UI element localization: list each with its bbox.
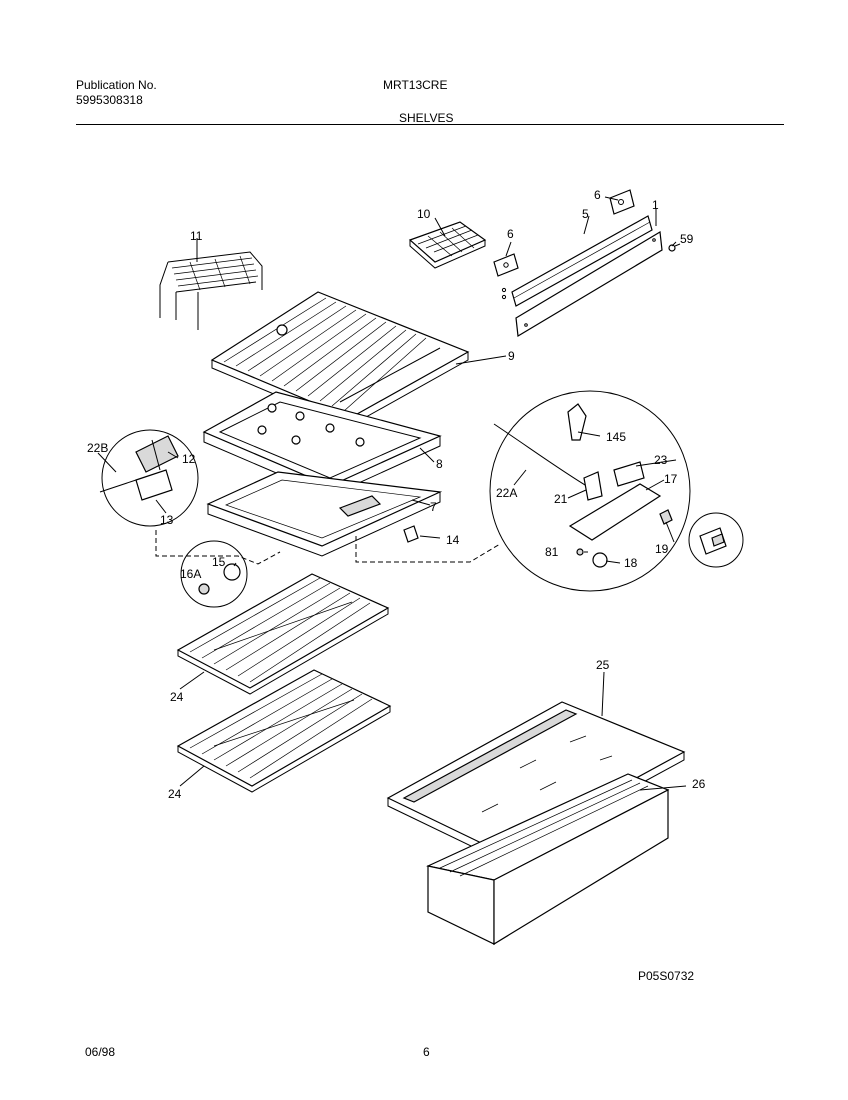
callout-22a: 22A	[496, 486, 517, 500]
publication-number: 5995308318	[76, 93, 143, 107]
callout-24-upper: 24	[170, 690, 184, 704]
callout-23: 23	[654, 453, 668, 467]
part-26-crisper-drawer	[426, 773, 670, 946]
callout-leaders	[97, 196, 687, 791]
part-1-rail	[515, 231, 663, 337]
callout-19: 19	[655, 542, 669, 556]
part-24-wire-shelf-upper	[176, 573, 390, 695]
callout-59: 59	[680, 232, 694, 246]
detail-circle-left	[99, 429, 199, 527]
detail-circle-right	[489, 390, 691, 592]
part-5-rail	[501, 215, 653, 307]
callout-145: 145	[606, 430, 626, 444]
callout-18: 18	[624, 556, 638, 570]
callout-8: 8	[436, 457, 443, 471]
section-title: SHELVES	[399, 111, 454, 125]
callout-13: 13	[160, 513, 174, 527]
detail-circle-small	[180, 540, 248, 608]
publication-date: 06/98	[85, 1045, 116, 1059]
part-6-clip-lower	[493, 253, 519, 277]
callout-11: 11	[190, 229, 203, 243]
callout-17: 17	[664, 472, 678, 486]
page-number: 6	[423, 1045, 430, 1059]
callout-81: 81	[545, 545, 559, 559]
part-59-screw	[668, 243, 681, 252]
callout-22b: 22B	[87, 441, 108, 455]
part-8-shelf-frame	[202, 391, 442, 497]
dashed-leader-right	[355, 536, 501, 563]
callout-5: 5	[582, 207, 589, 221]
part-9-freezer-shelf	[210, 291, 470, 427]
dashed-leader-left	[155, 530, 281, 565]
callout-1: 1	[652, 198, 659, 212]
callout-14: 14	[446, 533, 460, 547]
figure-id: P05S0732	[638, 969, 695, 983]
publication-label: Publication No.	[76, 78, 157, 92]
header-rule	[76, 124, 784, 125]
callout-7: 7	[430, 500, 437, 514]
part-10-egg-tray	[408, 221, 487, 269]
callout-6-lower: 6	[507, 227, 514, 241]
part-24-wire-shelf-lower	[176, 669, 392, 793]
callout-24-lower: 24	[168, 787, 182, 801]
callout-21: 21	[554, 492, 568, 506]
callout-15: 15	[212, 555, 226, 569]
model-number: MRT13CRE	[383, 78, 448, 92]
callout-16a: 16A	[180, 567, 201, 581]
part-6-clip-upper	[609, 189, 635, 215]
callout-25: 25	[596, 658, 610, 672]
callout-26: 26	[692, 777, 706, 791]
callout-10: 10	[417, 207, 431, 221]
part-14-clip	[403, 525, 441, 543]
part-11-wire-rack	[159, 251, 263, 330]
callout-12: 12	[182, 452, 196, 466]
callout-6-upper: 6	[594, 188, 601, 202]
part-7-cover	[206, 471, 443, 557]
detail-circle-far-right	[688, 512, 744, 568]
callout-9: 9	[508, 349, 515, 363]
